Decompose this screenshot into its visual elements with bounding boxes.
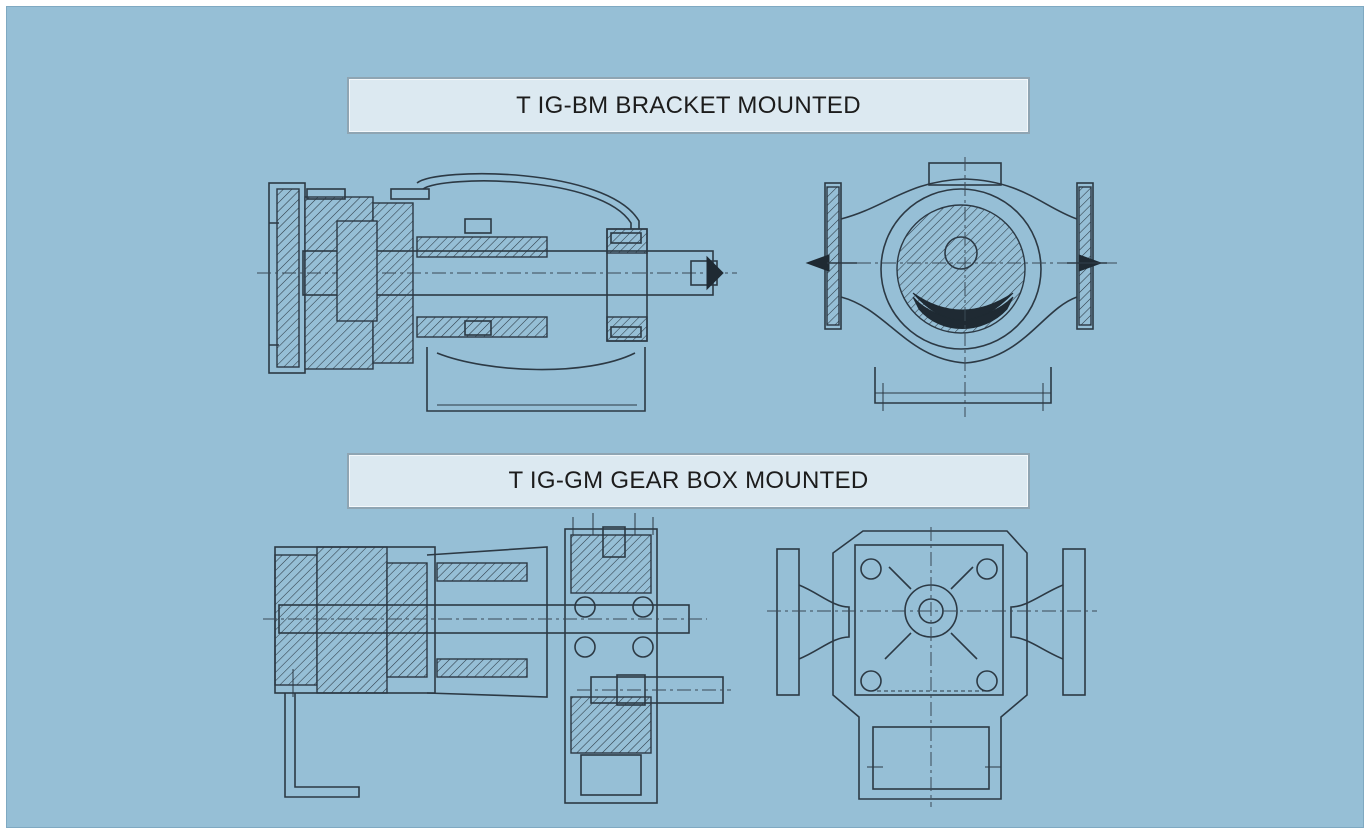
bracket-mounted-end-view [805, 157, 1117, 417]
gear-box-mounted-section-view [263, 513, 731, 804]
bracket-mounted-title: T IG-BM BRACKET MOUNTED [347, 77, 1030, 134]
gear-box-mounted-title: T IG-GM GEAR BOX MOUNTED [347, 453, 1030, 509]
bracket-mounted-section-view [257, 172, 737, 412]
gear-box-mounted-end-view [767, 527, 1097, 807]
technical-drawings [257, 157, 1117, 807]
drawing-sheet: T IG-BM BRACKET MOUNTED T IG-GM GEAR BOX… [6, 6, 1364, 828]
